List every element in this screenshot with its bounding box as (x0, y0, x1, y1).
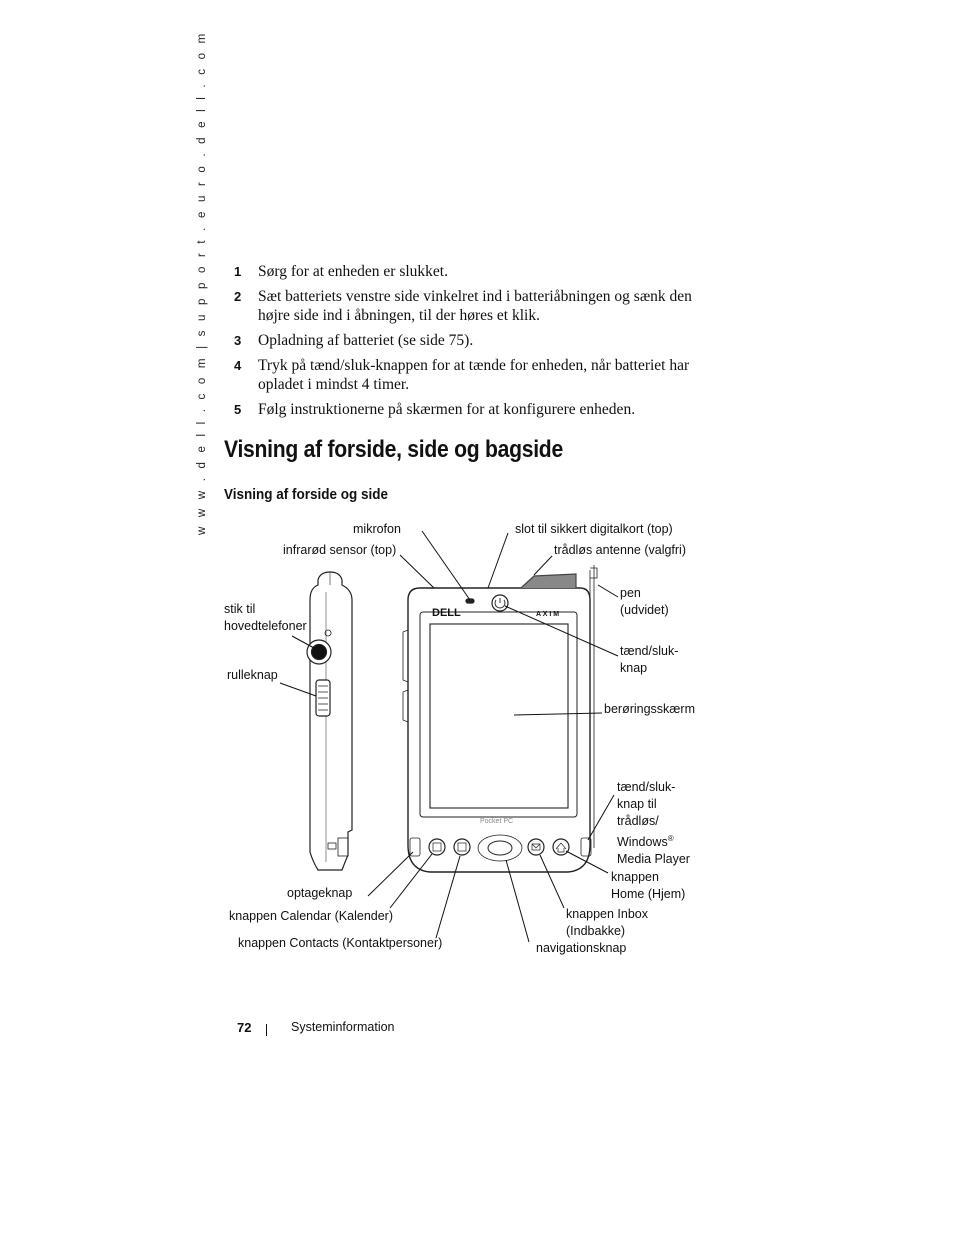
footer-divider (266, 1024, 267, 1036)
label-microphone: mikrofon (353, 522, 401, 536)
headphone-jack-icon (310, 643, 328, 661)
step-text: Sæt batteriets venstre side vinkelret in… (258, 288, 692, 324)
navigation-pad (477, 834, 523, 862)
page-number: 72 (237, 1020, 252, 1035)
step-text: Tryk på tænd/sluk-knappen for at tænde f… (258, 357, 690, 393)
step-number: 5 (234, 402, 242, 417)
step-text: Sørg for at enheden er slukket. (258, 263, 448, 280)
step-item: 2 Sæt batteriets venstre side vinkelret i… (232, 287, 712, 325)
label-scroll: rulleknap (227, 668, 278, 682)
step-item: 5 Følg instruktionerne på skærmen for at … (232, 400, 712, 419)
label-contacts: knappen Contacts (Kontaktpersoner) (238, 936, 443, 950)
label-record: optageknap (287, 886, 353, 900)
label-pen: pen(udvidet) (620, 586, 669, 617)
label-power: tænd/sluk-knap (620, 644, 679, 675)
step-item: 3 Opladning af batteriet (se side 75). (232, 331, 712, 350)
label-touchscreen: berøringsskærm (604, 702, 695, 716)
subsection-heading: Visning af forside og side (224, 486, 389, 503)
label-antenna: trådløs antenne (valgfri) (554, 543, 687, 557)
inbox-button-icon (527, 838, 545, 856)
home-button-icon (552, 838, 570, 856)
step-number: 2 (234, 289, 242, 304)
step-text: Opladning af batteriet (se side 75). (258, 332, 474, 349)
side-view-device (306, 571, 353, 871)
wireless-button-icon (580, 837, 592, 857)
label-navigation: navigationsknap (536, 941, 627, 955)
label-sd-slot: slot til sikkert digitalkort (top) (515, 522, 673, 536)
calendar-button-icon (428, 838, 446, 856)
record-button-icon (409, 837, 421, 857)
steps-list: 1 Sørg for at enheden er slukket. 2 Sæt ba… (232, 262, 712, 425)
step-number: 4 (234, 358, 242, 373)
brand-logo: DELL (432, 607, 461, 619)
label-calendar: knappen Calendar (Kalender) (229, 909, 393, 923)
front-view-device (402, 565, 598, 873)
label-inbox: knappen Inbox(Indbakke) (566, 907, 649, 938)
step-number: 3 (234, 333, 242, 348)
os-label: Pocket PC (480, 818, 513, 825)
step-item: 1 Sørg for at enheden er slukket. (232, 262, 712, 281)
callout-lines (279, 530, 619, 943)
microphone-icon (465, 598, 475, 604)
footer-title: Systeminformation (291, 1020, 395, 1034)
section-heading: Visning af forside, side og bagside (224, 436, 563, 463)
label-infrared: infrarød sensor (top) (283, 543, 397, 557)
step-text: Følg instruktionerne på skærmen for at k… (258, 401, 636, 418)
step-number: 1 (234, 264, 242, 279)
model-name: A X I M (536, 611, 559, 618)
contacts-button-icon (453, 838, 471, 856)
step-item: 4 Tryk på tænd/sluk-knappen for at tænde … (232, 356, 712, 394)
